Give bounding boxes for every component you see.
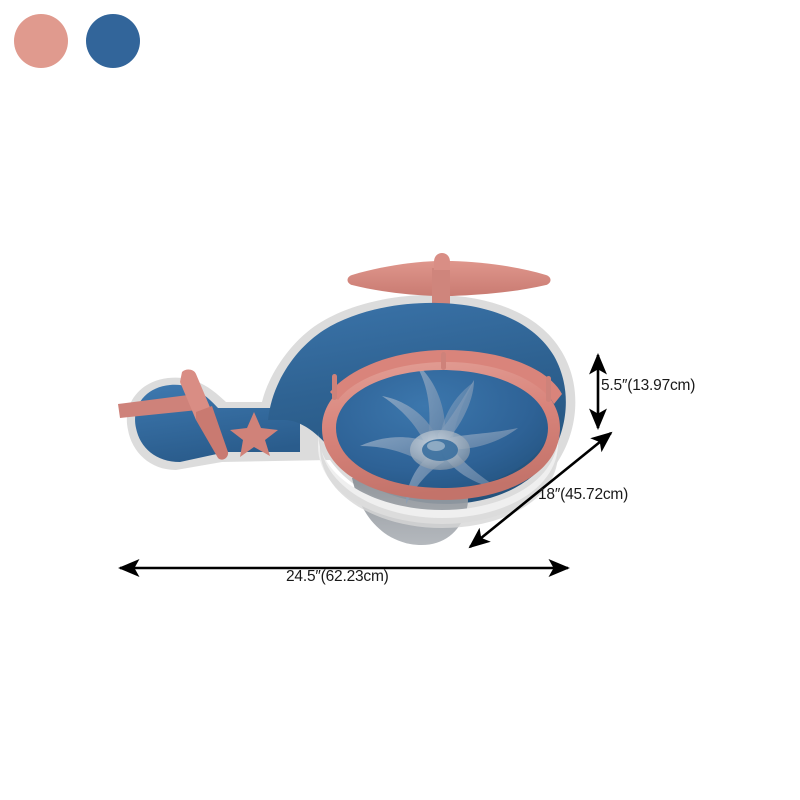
color-swatch-group	[14, 14, 140, 68]
ring-struts	[332, 352, 551, 402]
tail-fin	[118, 369, 229, 460]
fan-housing-rim	[318, 432, 558, 528]
color-swatch-blue[interactable]	[86, 14, 140, 68]
fan-hub	[410, 430, 470, 470]
color-swatch-pink[interactable]	[14, 14, 68, 68]
star-emblem	[230, 412, 278, 457]
depth-dimension-arrow	[468, 431, 613, 549]
height-dimension-label: 5.5″(13.97cm)	[601, 377, 696, 394]
width-dimension-label: 24.5″(62.23cm)	[286, 568, 389, 585]
fan-ring-upper-band	[330, 350, 562, 404]
depth-dimension-label: 18″(45.72cm)	[538, 486, 629, 503]
